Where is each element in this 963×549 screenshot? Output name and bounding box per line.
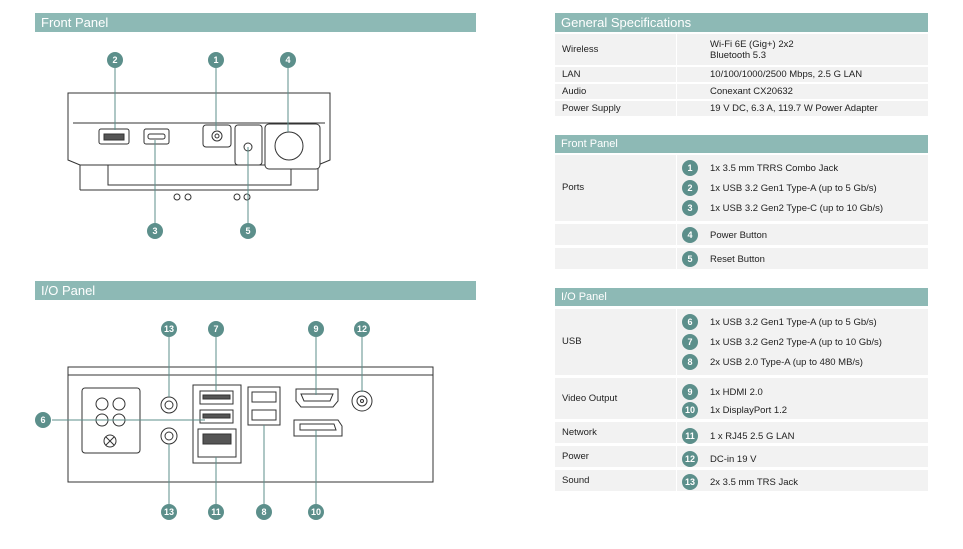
port-item: 1x USB 3.2 Gen1 Type-A (up to 5 Gb/s) — [710, 183, 877, 194]
badge-4: 4 — [682, 227, 698, 243]
video-item: 1x HDMI 2.0 — [710, 387, 763, 398]
spec-value: 10/100/1000/2500 Mbps, 2.5 G LAN — [710, 69, 863, 80]
badge-6: 6 — [682, 314, 698, 330]
callout-1: 1 — [208, 52, 224, 68]
network-item: 1 x RJ45 2.5 G LAN — [710, 431, 795, 442]
video-item: 1x DisplayPort 1.2 — [710, 405, 788, 416]
callout-12: 12 — [354, 321, 370, 337]
reset-button-item: Reset Button — [710, 254, 765, 265]
usb-item: 1x USB 3.2 Gen1 Type-A (up to 5 Gb/s) — [710, 317, 877, 328]
spec-label: Video Output — [562, 393, 618, 404]
usb-item: 1x USB 3.2 Gen2 Type-A (up to 10 Gb/s) — [710, 337, 882, 348]
spec-row-usb: USB — [555, 309, 928, 375]
power-button-item: Power Button — [710, 230, 768, 241]
spec-value: Conexant CX20632 — [710, 86, 793, 97]
badge-5: 5 — [682, 251, 698, 267]
callout-6: 6 — [35, 412, 51, 428]
io-panel-diagram — [52, 337, 434, 504]
general-specs-header: General Specifications — [555, 13, 928, 32]
front-panel-title: Front Panel — [41, 15, 109, 30]
spec-label: LAN — [562, 69, 581, 80]
badge-9: 9 — [682, 384, 698, 400]
spec-label: Sound — [562, 475, 590, 486]
spec-row-video: Video Output — [555, 378, 928, 419]
callout-13-bottom: 13 — [161, 504, 177, 520]
spec-row-network: Network — [555, 422, 928, 443]
spec-row-power-button — [555, 224, 928, 245]
front-panel-table-header: Front Panel — [555, 135, 928, 153]
callout-8: 8 — [256, 504, 272, 520]
power-item: DC-in 19 V — [710, 454, 757, 465]
io-panel-table-header: I/O Panel — [555, 288, 928, 306]
spec-label: Network — [562, 427, 597, 438]
badge-13: 13 — [682, 474, 698, 490]
badge-1: 1 — [682, 160, 698, 176]
callout-10: 10 — [308, 504, 324, 520]
usb-item: 2x USB 2.0 Type-A (up to 480 MB/s) — [710, 357, 863, 368]
badge-8: 8 — [682, 354, 698, 370]
front-panel-header: Front Panel — [35, 13, 476, 32]
general-specs-title: General Specifications — [561, 15, 692, 30]
spec-row-lan: LAN 10/100/1000/2500 Mbps, 2.5 G LAN — [555, 67, 928, 82]
port-item: 1x USB 3.2 Gen2 Type-C (up to 10 Gb/s) — [710, 203, 884, 214]
callout-9: 9 — [308, 321, 324, 337]
callout-7: 7 — [208, 321, 224, 337]
badge-12: 12 — [682, 451, 698, 467]
callout-11: 11 — [208, 504, 224, 520]
callout-13-top: 13 — [161, 321, 177, 337]
spec-label: USB — [562, 336, 582, 347]
spec-row-reset-button — [555, 248, 928, 269]
badge-2: 2 — [682, 180, 698, 196]
spec-label: Audio — [562, 86, 587, 97]
spec-label: Wireless — [562, 44, 599, 55]
port-item: 1x 3.5 mm TRRS Combo Jack — [710, 163, 839, 174]
spec-value: Wi-Fi 6E (Gig+) 2x2 Bluetooth 5.3 — [710, 39, 794, 61]
badge-7: 7 — [682, 334, 698, 350]
sound-item: 2x 3.5 mm TRS Jack — [710, 477, 798, 488]
spec-label: Ports — [562, 182, 585, 193]
callout-3: 3 — [147, 223, 163, 239]
callout-5: 5 — [240, 223, 256, 239]
callout-2: 2 — [107, 52, 123, 68]
front-panel-diagram — [67, 67, 331, 224]
spec-row-ports: Ports — [555, 155, 928, 221]
front-panel-table-title: Front Panel — [561, 138, 618, 150]
spec-label: Power — [562, 451, 589, 462]
io-panel-title: I/O Panel — [41, 283, 96, 298]
badge-10: 10 — [682, 402, 698, 418]
spec-row-power: Power — [555, 446, 928, 467]
badge-11: 11 — [682, 428, 698, 444]
spec-row-sound: Sound — [555, 470, 928, 491]
spec-row-power-supply: Power Supply 19 V DC, 6.3 A, 119.7 W Pow… — [555, 101, 928, 116]
io-panel-header: I/O Panel — [35, 281, 476, 300]
io-panel-table-title: I/O Panel — [561, 291, 607, 303]
spec-value: 19 V DC, 6.3 A, 119.7 W Power Adapter — [710, 103, 878, 114]
badge-3: 3 — [682, 200, 698, 216]
callout-4: 4 — [280, 52, 296, 68]
spec-label: Power Supply — [562, 103, 621, 114]
spec-row-audio: Audio Conexant CX20632 — [555, 84, 928, 99]
spec-row-wireless: Wireless Wi-Fi 6E (Gig+) 2x2 Bluetooth 5… — [555, 34, 928, 65]
